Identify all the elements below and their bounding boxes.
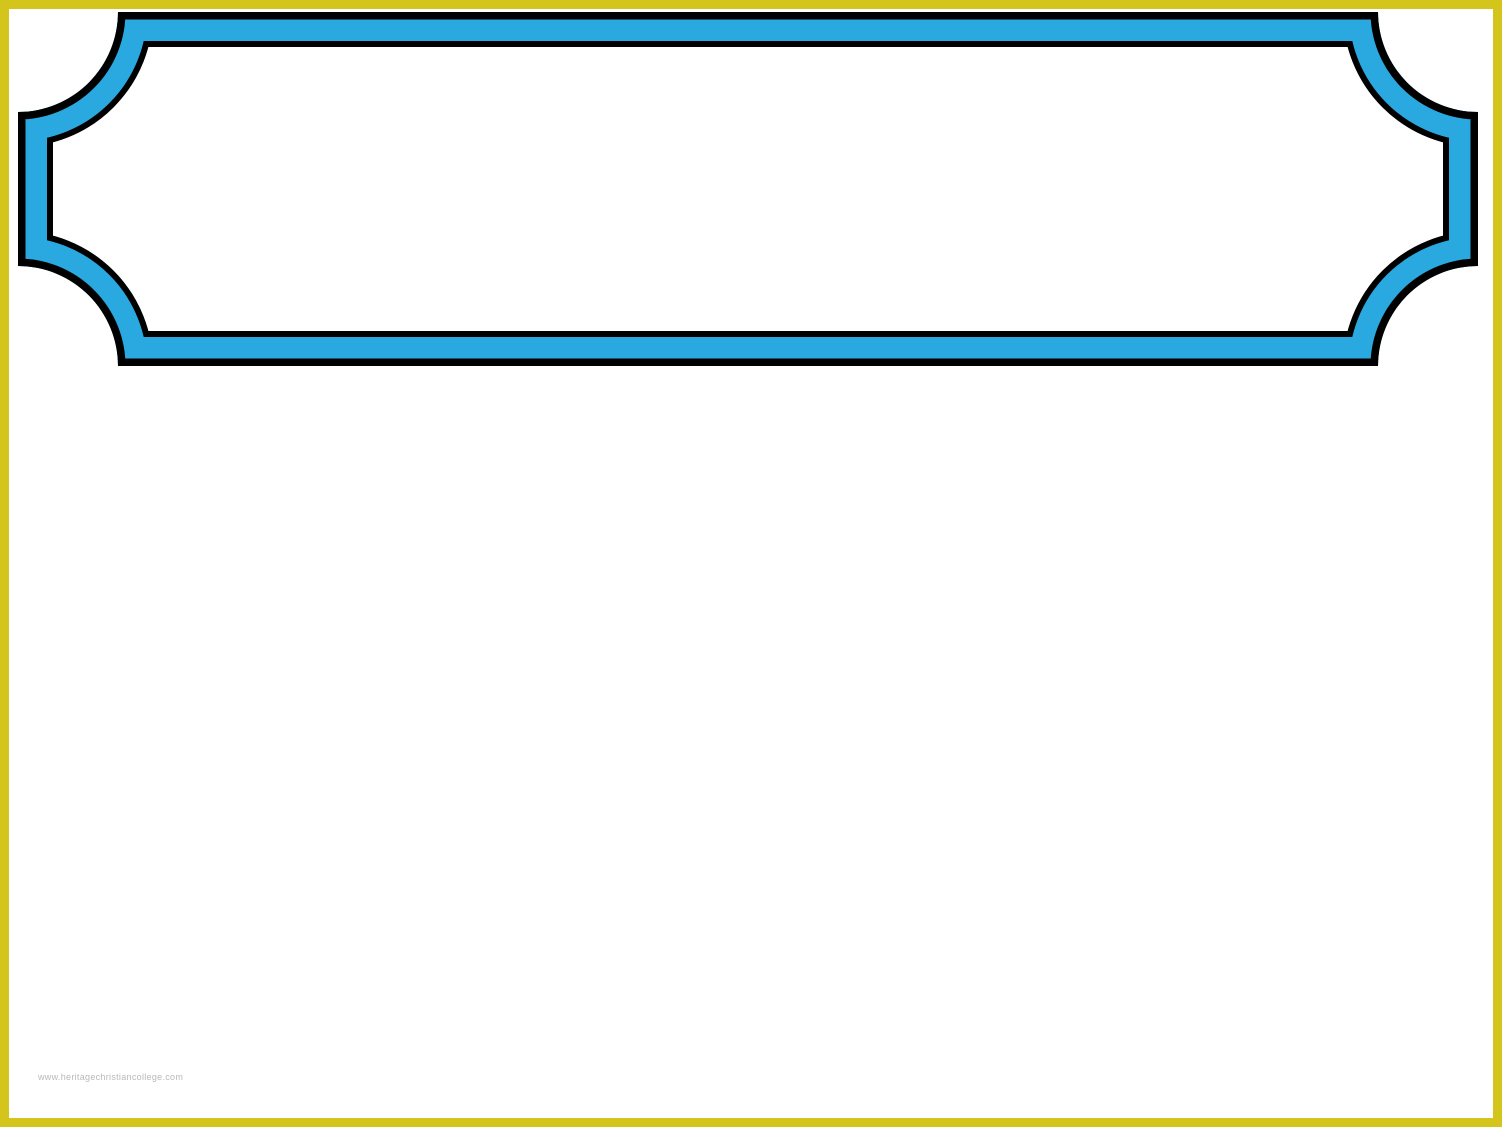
title-banner (8, 4, 1488, 376)
plaque-graphic (18, 12, 1478, 366)
title-placeholder-text (68, 44, 1428, 334)
watermark-text: www.heritagechristiancollege.com (38, 1072, 184, 1082)
